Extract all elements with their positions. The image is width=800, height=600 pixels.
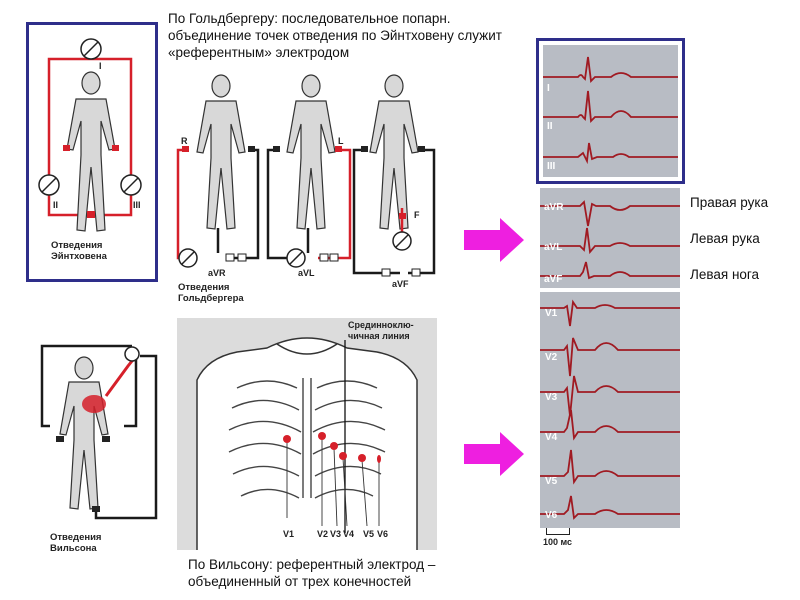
ecg-label-V2: V2 (545, 352, 558, 363)
label-F: F (414, 210, 420, 220)
scale-bar (546, 528, 570, 535)
label-L: L (338, 136, 344, 146)
ecg-standard-frame: I II III (536, 38, 685, 184)
label-aVF: aVF (392, 279, 409, 289)
arrow-right-icon (464, 218, 524, 262)
ecg-augmented-traces (540, 200, 680, 280)
galvanometer-icon (178, 231, 412, 268)
galvanometer-icon (124, 346, 140, 362)
chest-panel: Срединноклю-чичная линия V1 V2 V3 V4 V5 … (177, 318, 437, 550)
wilson-diagram (40, 344, 158, 520)
arrow-right-icon (464, 432, 524, 476)
ecg-chest-panel: V1 V2 V3 V4 V5 V6 (540, 292, 680, 528)
wilson-caption: По Вильсону: референтный электрод – объе… (188, 557, 436, 589)
ecg-label-V1: V1 (545, 308, 558, 319)
label-V2: V2 (317, 529, 329, 539)
label-V5: V5 (363, 529, 375, 539)
lead-I-label: I (99, 61, 102, 71)
electrode-markers (283, 432, 381, 463)
label-V4: V4 (343, 529, 355, 539)
midline-label: Срединноклю-чичная линия (348, 320, 414, 341)
galvanometer-icon (38, 38, 142, 196)
ecg-label-V6: V6 (545, 510, 558, 521)
limb-label-left-leg: Левая нога (690, 267, 760, 282)
ecg-label-II: II (547, 121, 553, 132)
ecg-label-III: III (547, 161, 556, 172)
label-aVR: aVR (208, 268, 226, 278)
label-R: R (181, 136, 188, 146)
body-figure (66, 71, 116, 232)
ecg-label-V4: V4 (545, 432, 558, 443)
label-aVL: aVL (298, 268, 315, 278)
ecg-label-I: I (547, 83, 550, 94)
ecg-chest-traces (540, 299, 680, 520)
label-V6: V6 (377, 529, 389, 539)
ecg-label-aVL: aVL (544, 242, 563, 253)
einthoven-diagram (38, 38, 142, 232)
goldberger-diagram (176, 74, 436, 277)
ecg-label-aVR: aVR (544, 202, 564, 213)
label-V1: V1 (283, 529, 295, 539)
ecg-augmented-panel: aVR aVL aVF (540, 188, 680, 288)
ecg-standard-traces (543, 56, 678, 165)
goldberger-caption: По Гольдбергеру: последовательное попарн… (168, 11, 502, 60)
ecg-label-aVF: aVF (544, 274, 563, 285)
scale-label: 100 мс (543, 537, 573, 547)
lead-II-label: II (53, 200, 59, 210)
label-V3: V3 (330, 529, 342, 539)
lead-III-label: III (133, 200, 141, 210)
limb-label-right-arm: Правая рука (690, 195, 769, 210)
limb-label-left-arm: Левая рука (690, 231, 760, 246)
ecg-label-V5: V5 (545, 476, 558, 487)
chest-diagram (196, 337, 418, 550)
ecg-label-V3: V3 (545, 392, 558, 403)
